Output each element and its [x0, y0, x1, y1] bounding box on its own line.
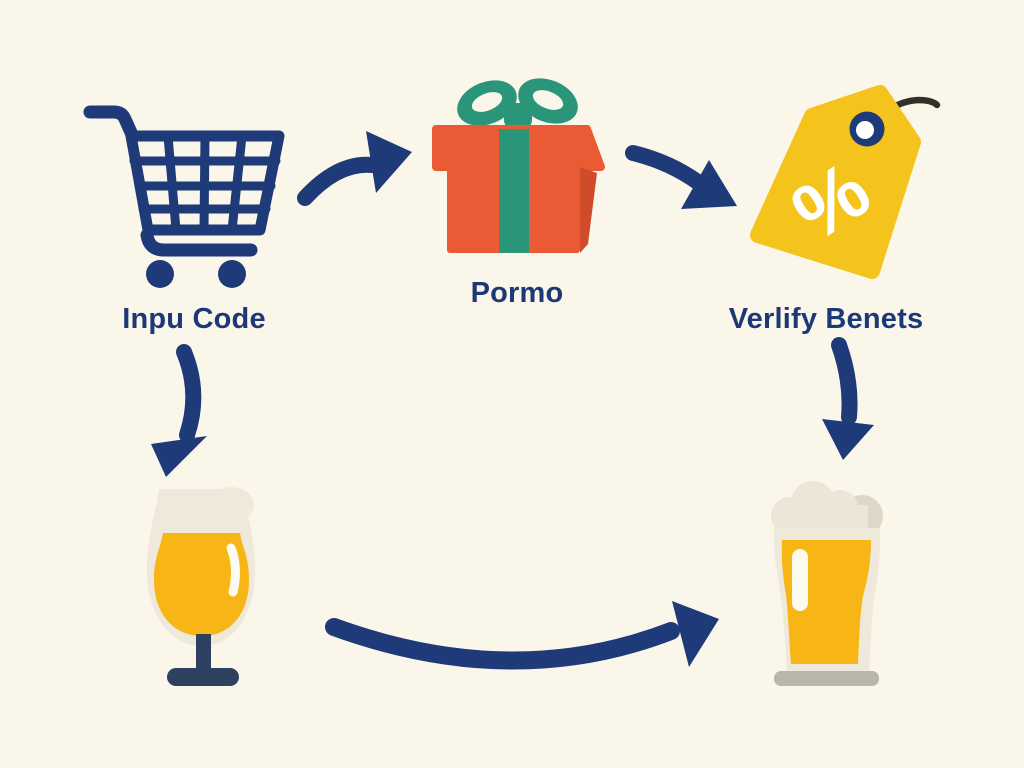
step-label-promo: Pormo	[470, 277, 564, 309]
arrow-gift-to-tag-icon	[625, 145, 737, 209]
tulip-beer-glass-icon	[147, 487, 255, 686]
beer-foam	[208, 487, 254, 523]
gift-box-icon	[432, 78, 605, 253]
shopping-cart-icon	[83, 105, 285, 288]
step-label-input-code: Inpu Code	[122, 303, 266, 335]
glass-base	[774, 671, 879, 686]
arrow-benefits-to-pint-glass-icon	[822, 337, 874, 460]
discount-tag-icon: %	[750, 85, 941, 279]
arrow-cart-to-gift-icon	[297, 131, 412, 206]
arrow-tulip-to-pint-icon	[325, 601, 719, 670]
pint-beer-glass-icon	[771, 481, 883, 686]
step-label-verify-benefits: Verlify Benets	[728, 303, 924, 335]
arrow-code-to-tulip-glass-icon	[151, 344, 207, 477]
